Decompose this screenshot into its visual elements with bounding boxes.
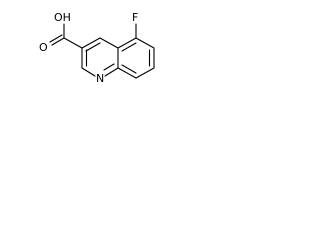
structure-canvas: F OH O N	[39, 11, 155, 85]
fluorine-label: F	[132, 11, 138, 24]
bond-c8-c8a-inner	[121, 64, 137, 74]
bond-n-c2	[81, 67, 96, 77]
hydroxyl-label: OH	[54, 11, 71, 24]
bond-c3-c4	[81, 37, 101, 49]
bond-c5-c6	[135, 37, 155, 49]
bond-c-o-double-1	[51, 37, 65, 46]
bond-c-o-double-2	[49, 34, 63, 43]
bond-c3-cooh	[63, 37, 83, 49]
carbonyl-oxygen-label: O	[39, 41, 48, 54]
ring-nitrogen-label: N	[96, 72, 104, 85]
bond-c4a-c5-inner	[121, 42, 137, 52]
bond-c8-c8a	[117, 67, 137, 79]
bond-c8a-n-inner	[103, 63, 115, 71]
bond-c4a-c5	[117, 37, 137, 49]
bond-c8a-n	[104, 67, 119, 77]
molecule-diagram: F OH O N	[0, 0, 178, 113]
bond-c3-c4-inner	[85, 42, 101, 52]
bond-c7-c8	[135, 67, 155, 79]
bond-c4-c4a	[99, 37, 119, 49]
